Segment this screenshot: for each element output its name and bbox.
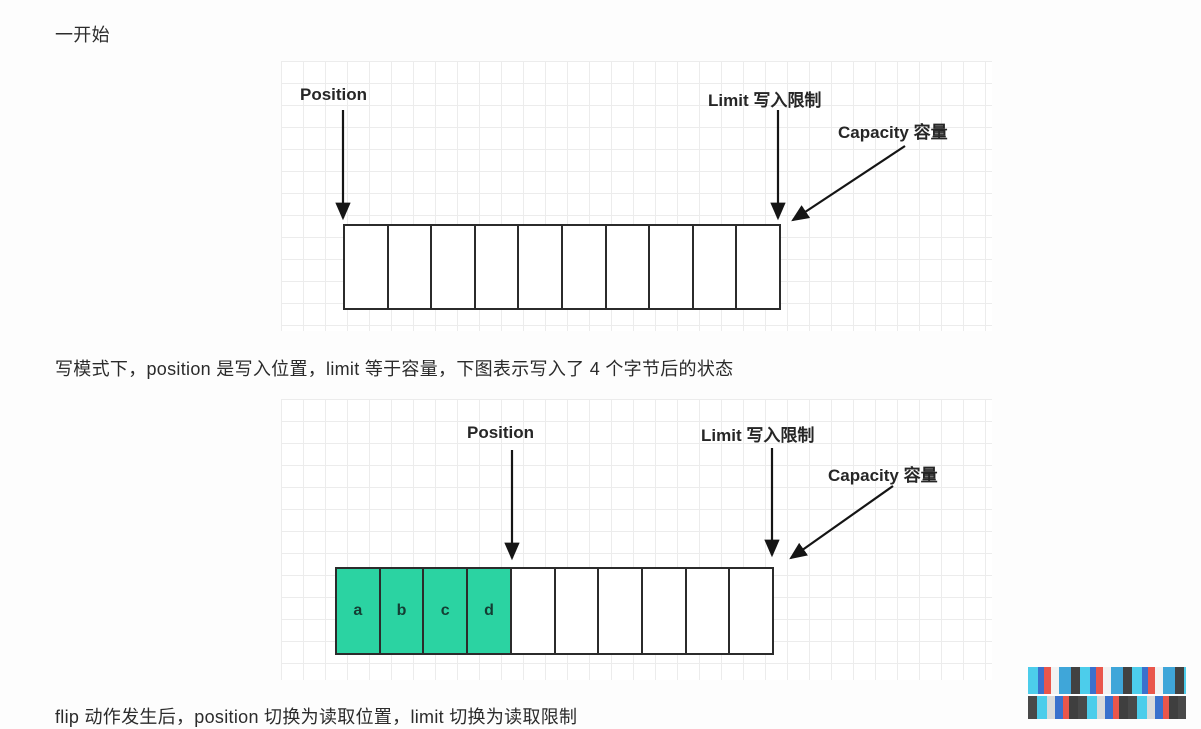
- buffer-after-write: a b c d: [335, 567, 774, 655]
- buffer-cell: [345, 226, 389, 308]
- capacity-arrow: [789, 485, 894, 560]
- buffer-cell: [511, 569, 556, 653]
- position-label: Position: [300, 85, 368, 104]
- buffer-cell: a: [337, 569, 381, 653]
- buffer-cell: [686, 569, 731, 653]
- buffer-cell: d: [468, 569, 512, 653]
- watermark-glitch-row: [1028, 667, 1186, 694]
- position-label: Position: [467, 423, 535, 442]
- capacity-arrow: [791, 145, 906, 222]
- buffer-cell: [737, 226, 779, 308]
- buffer-cell: [519, 226, 563, 308]
- watermark-logo: [1028, 667, 1186, 721]
- buffer-cell: [562, 226, 607, 308]
- buffer-cell: [475, 226, 520, 308]
- buffer-cell: [555, 569, 600, 653]
- limit-label: Limit 写入限制: [708, 91, 822, 110]
- diagram-after-write-arrows: [504, 448, 894, 561]
- capacity-label: Capacity 容量: [828, 466, 938, 485]
- buffer-cell: [432, 226, 476, 308]
- limit-label: Limit 写入限制: [701, 426, 815, 445]
- buffer-cell: [606, 226, 651, 308]
- buffer-cell: [388, 226, 433, 308]
- buffer-cell: c: [424, 569, 469, 653]
- buffer-cell: [642, 569, 687, 653]
- write-mode-text: 写模式下，position 是写入位置，limit 等于容量，下图表示写入了 4…: [55, 359, 734, 379]
- buffer-cell: [650, 226, 694, 308]
- buffer-cell: b: [380, 569, 425, 653]
- flip-text: flip 动作发生后，position 切换为读取位置，limit 切换为读取限…: [55, 707, 578, 727]
- watermark-glitch-row: [1028, 696, 1186, 719]
- buffer-cell: [599, 569, 643, 653]
- buffer-cell: [693, 226, 738, 308]
- buffer-initial: [343, 224, 781, 310]
- diagram-initial-arrows: [335, 110, 906, 222]
- capacity-label: Capacity 容量: [838, 123, 948, 142]
- buffer-cell: [730, 569, 773, 653]
- intro-text: 一开始: [55, 25, 110, 45]
